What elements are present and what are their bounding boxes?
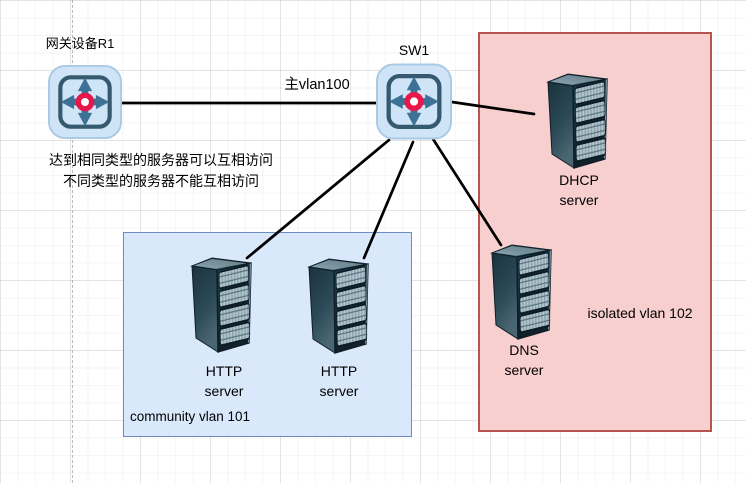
edge-sw1-http2[interactable] [362,140,415,260]
http-server-1-label: HTTP server [204,363,244,399]
http-server-2-icon[interactable] [307,257,373,357]
http-server-1-icon[interactable] [190,256,256,356]
router-r1-label: 网关设备R1 [45,36,115,51]
switch-sw1-icon[interactable] [376,63,452,140]
community-vlan-label: community vlan 101 [130,409,251,424]
dns-server-label: DNS server [504,342,544,378]
note-text[interactable]: 达到相同类型的服务器可以互相访问 不同类型的服务器不能互相访问 [28,150,294,192]
dns-server-icon[interactable] [490,243,556,343]
dhcp-server-icon[interactable] [546,72,612,172]
router-r1-icon[interactable] [48,64,122,140]
edge-sw1-http1[interactable] [245,138,391,260]
http-server-2-label: HTTP server [319,363,359,399]
trunk-vlan-label[interactable]: 主vlan100 [284,77,350,93]
isolated-vlan-zone[interactable]: isolated vlan 102 [478,32,712,432]
edge-sw1-dhcp[interactable] [450,100,536,116]
page-boundary-guide [72,0,73,483]
note-line-1: 达到相同类型的服务器可以互相访问 [49,152,273,168]
note-line-2: 不同类型的服务器不能互相访问 [63,173,259,189]
isolated-vlan-label: isolated vlan 102 [587,305,693,321]
switch-sw1-label: SW1 [398,42,430,58]
edge-sw1-dns[interactable] [431,137,503,247]
dhcp-server-label: DHCP server [559,172,599,208]
